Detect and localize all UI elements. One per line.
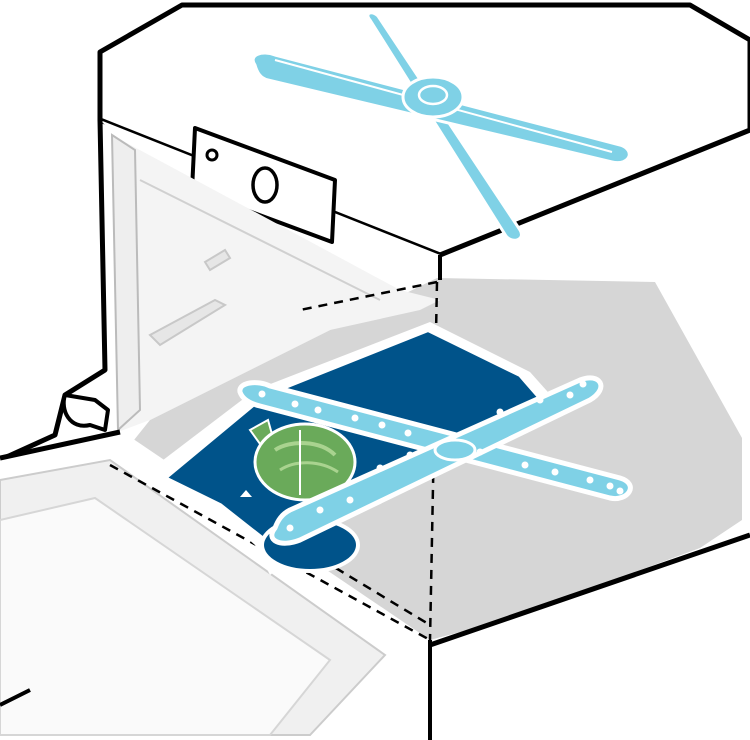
indicator-light-icon: [205, 148, 219, 162]
tub-groove: [139, 179, 381, 301]
door-inner-recess: [0, 496, 332, 736]
tub-interior-back: [112, 135, 440, 432]
upper-spray-arm-icon: [251, 11, 631, 242]
arrow-marker-icon: [240, 490, 252, 497]
cabinet-base-edge: [429, 532, 750, 648]
door-edge: [0, 429, 121, 461]
door-bottom-left: [0, 688, 31, 707]
tub-ledge-2: [203, 248, 232, 272]
filter-icon: [248, 418, 357, 502]
power-button-icon: [251, 166, 279, 204]
lower-spray-arm-icon: [237, 375, 633, 546]
tub-ledge: [148, 298, 228, 347]
door-hinge: [61, 393, 110, 432]
tub-interior-left-wall: [110, 133, 142, 433]
